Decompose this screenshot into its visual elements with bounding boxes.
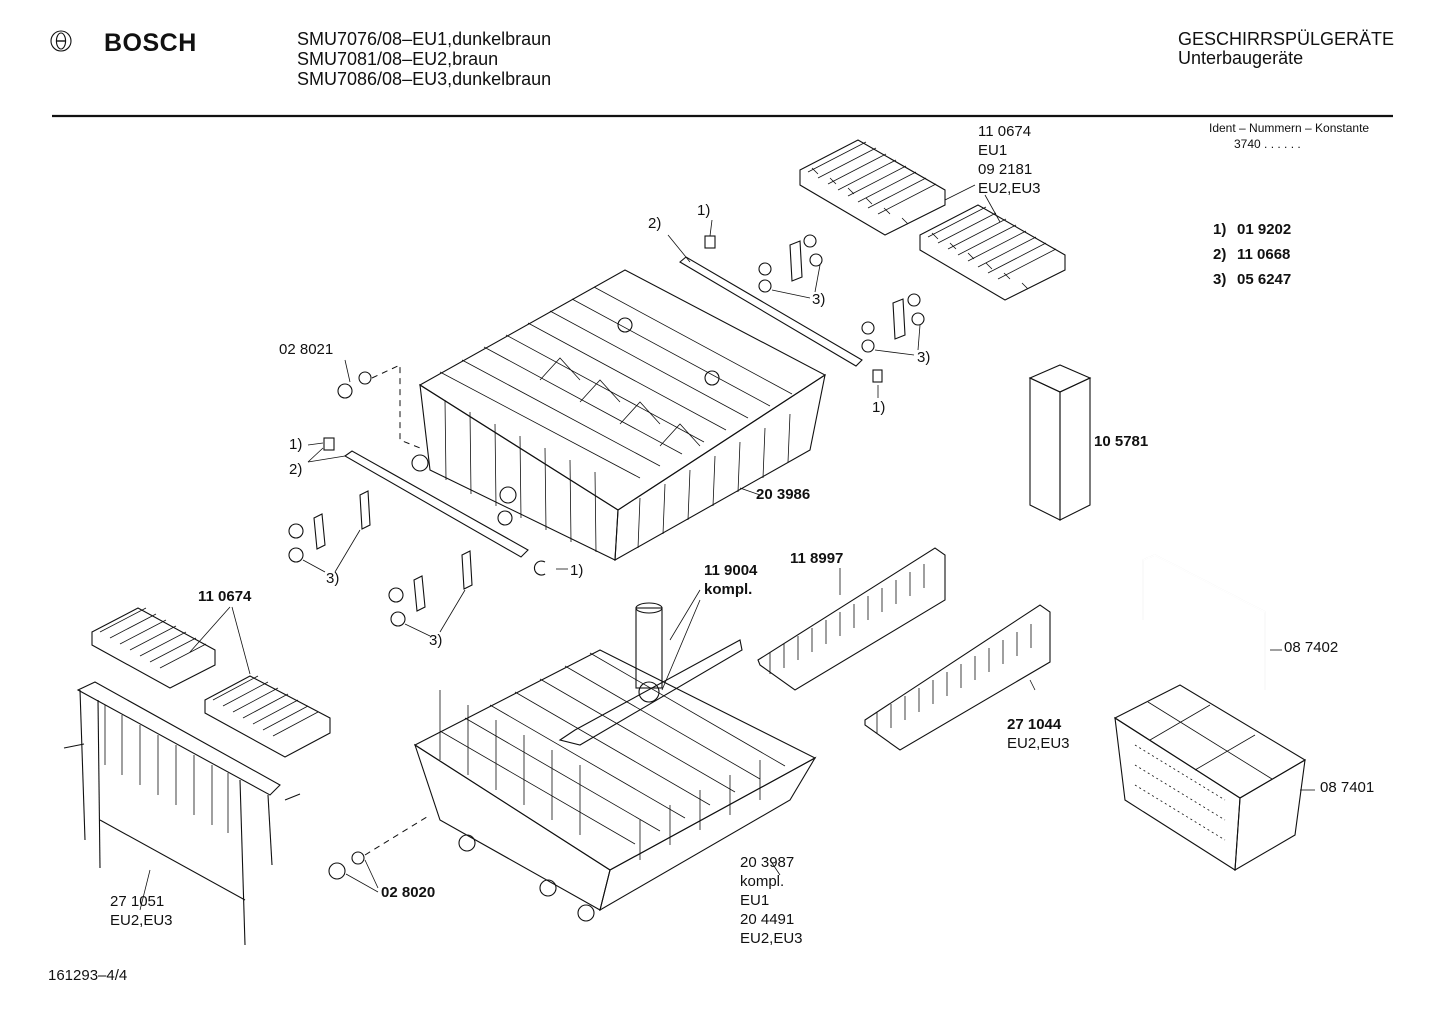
ref-3-upper-a: 3) (812, 291, 826, 308)
lower-bracket-left-icon (288, 490, 473, 637)
rack-insert-a-icon (757, 547, 946, 691)
lower-basket-kompl: kompl. (740, 873, 785, 890)
spray-arm-number: 11 9004 (704, 562, 758, 579)
ident-value: 3740 . . . . . . (1234, 137, 1301, 151)
model-line-3: SMU7086/08–EU3,dunkelbraun (297, 69, 552, 89)
lower-wheel-icon (328, 814, 431, 893)
lower-basket-variant-1: EU1 (740, 892, 770, 909)
ref-3-upper-b: 3) (917, 349, 931, 366)
basket-handle-icon (1142, 554, 1282, 690)
ref-2-left: 2) (289, 461, 303, 478)
key-part-1-ref: 1) (1213, 221, 1227, 238)
lower-basket-number-2: 20 4491 (740, 911, 795, 928)
upper-rail-icon (667, 219, 883, 398)
ref-1-right: 1) (872, 399, 886, 416)
spray-arm-kompl: kompl. (704, 581, 753, 598)
ident-title: Ident – Nummern – Konstante (1209, 121, 1370, 135)
model-line-2: SMU7081/08–EU2,braun (297, 49, 499, 69)
key-part-3-ref: 3) (1213, 271, 1227, 288)
ref-3-left-b: 3) (429, 632, 443, 649)
category-subtitle: Unterbaugeräte (1178, 48, 1304, 68)
top-cutlery-tray-icon (799, 139, 1066, 301)
left-frame-variant: EU2,EU3 (110, 912, 173, 929)
cutlery-basket-number: 08 7401 (1320, 779, 1375, 796)
top-tray-variant-2: EU2,EU3 (978, 180, 1041, 197)
ref-3-left-a: 3) (326, 570, 340, 587)
key-part-1-number: 01 9202 (1237, 221, 1292, 238)
model-line-1: SMU7076/08–EU1,dunkelbraun (297, 29, 552, 49)
upper-bracket-right-icon (758, 234, 925, 356)
lower-basket-number: 20 3987 (740, 854, 795, 871)
key-part-2-number: 11 0668 (1237, 246, 1291, 263)
rack-insert-b-number: 27 1044 (1007, 716, 1062, 733)
top-tray-variant-1: EU1 (978, 142, 1008, 159)
ref-1-rail-end: 1) (570, 562, 584, 579)
upper-basket-icon (411, 269, 827, 561)
lower-basket-icon (413, 649, 817, 922)
rack-insert-b-icon (864, 604, 1051, 751)
rack-insert-a-number: 11 8997 (790, 550, 844, 567)
top-tray-number: 11 0674 (978, 123, 1032, 140)
left-tray-number: 11 0674 (198, 588, 252, 605)
cutlery-basket-icon (1113, 684, 1315, 871)
upper-wheel-number: 02 8021 (279, 341, 334, 358)
left-frame-number: 27 1051 (110, 893, 165, 910)
bosch-logo-icon (50, 30, 72, 52)
ref-1-left: 1) (289, 436, 303, 453)
key-part-3-number: 05 6247 (1237, 271, 1292, 288)
handle-number: 08 7402 (1284, 639, 1339, 656)
left-cutlery-tray-icon (91, 606, 331, 758)
ref-2-upper: 2) (648, 215, 662, 232)
spray-arm-icon (558, 589, 743, 746)
upper-basket-number: 20 3986 (756, 486, 811, 503)
key-part-2-ref: 2) (1213, 246, 1227, 263)
ref-1-upper: 1) (697, 202, 711, 219)
cutlery-box-number: 10 5781 (1094, 433, 1149, 450)
brand-name: BOSCH (104, 29, 197, 57)
category-title: GESCHIRRSPÜLGERÄTE (1178, 29, 1395, 49)
drawing-number: 161293–4/4 (48, 967, 128, 984)
left-frame-icon (63, 681, 301, 946)
cutlery-box-icon (1028, 364, 1092, 521)
rack-insert-b-variant: EU2,EU3 (1007, 735, 1070, 752)
lower-rail-left-icon (307, 437, 568, 576)
lower-wheel-number: 02 8020 (381, 884, 436, 901)
lower-basket-variant-2: EU2,EU3 (740, 930, 803, 947)
upper-wheel-icon (337, 359, 421, 449)
top-tray-number-2: 09 2181 (978, 161, 1033, 178)
